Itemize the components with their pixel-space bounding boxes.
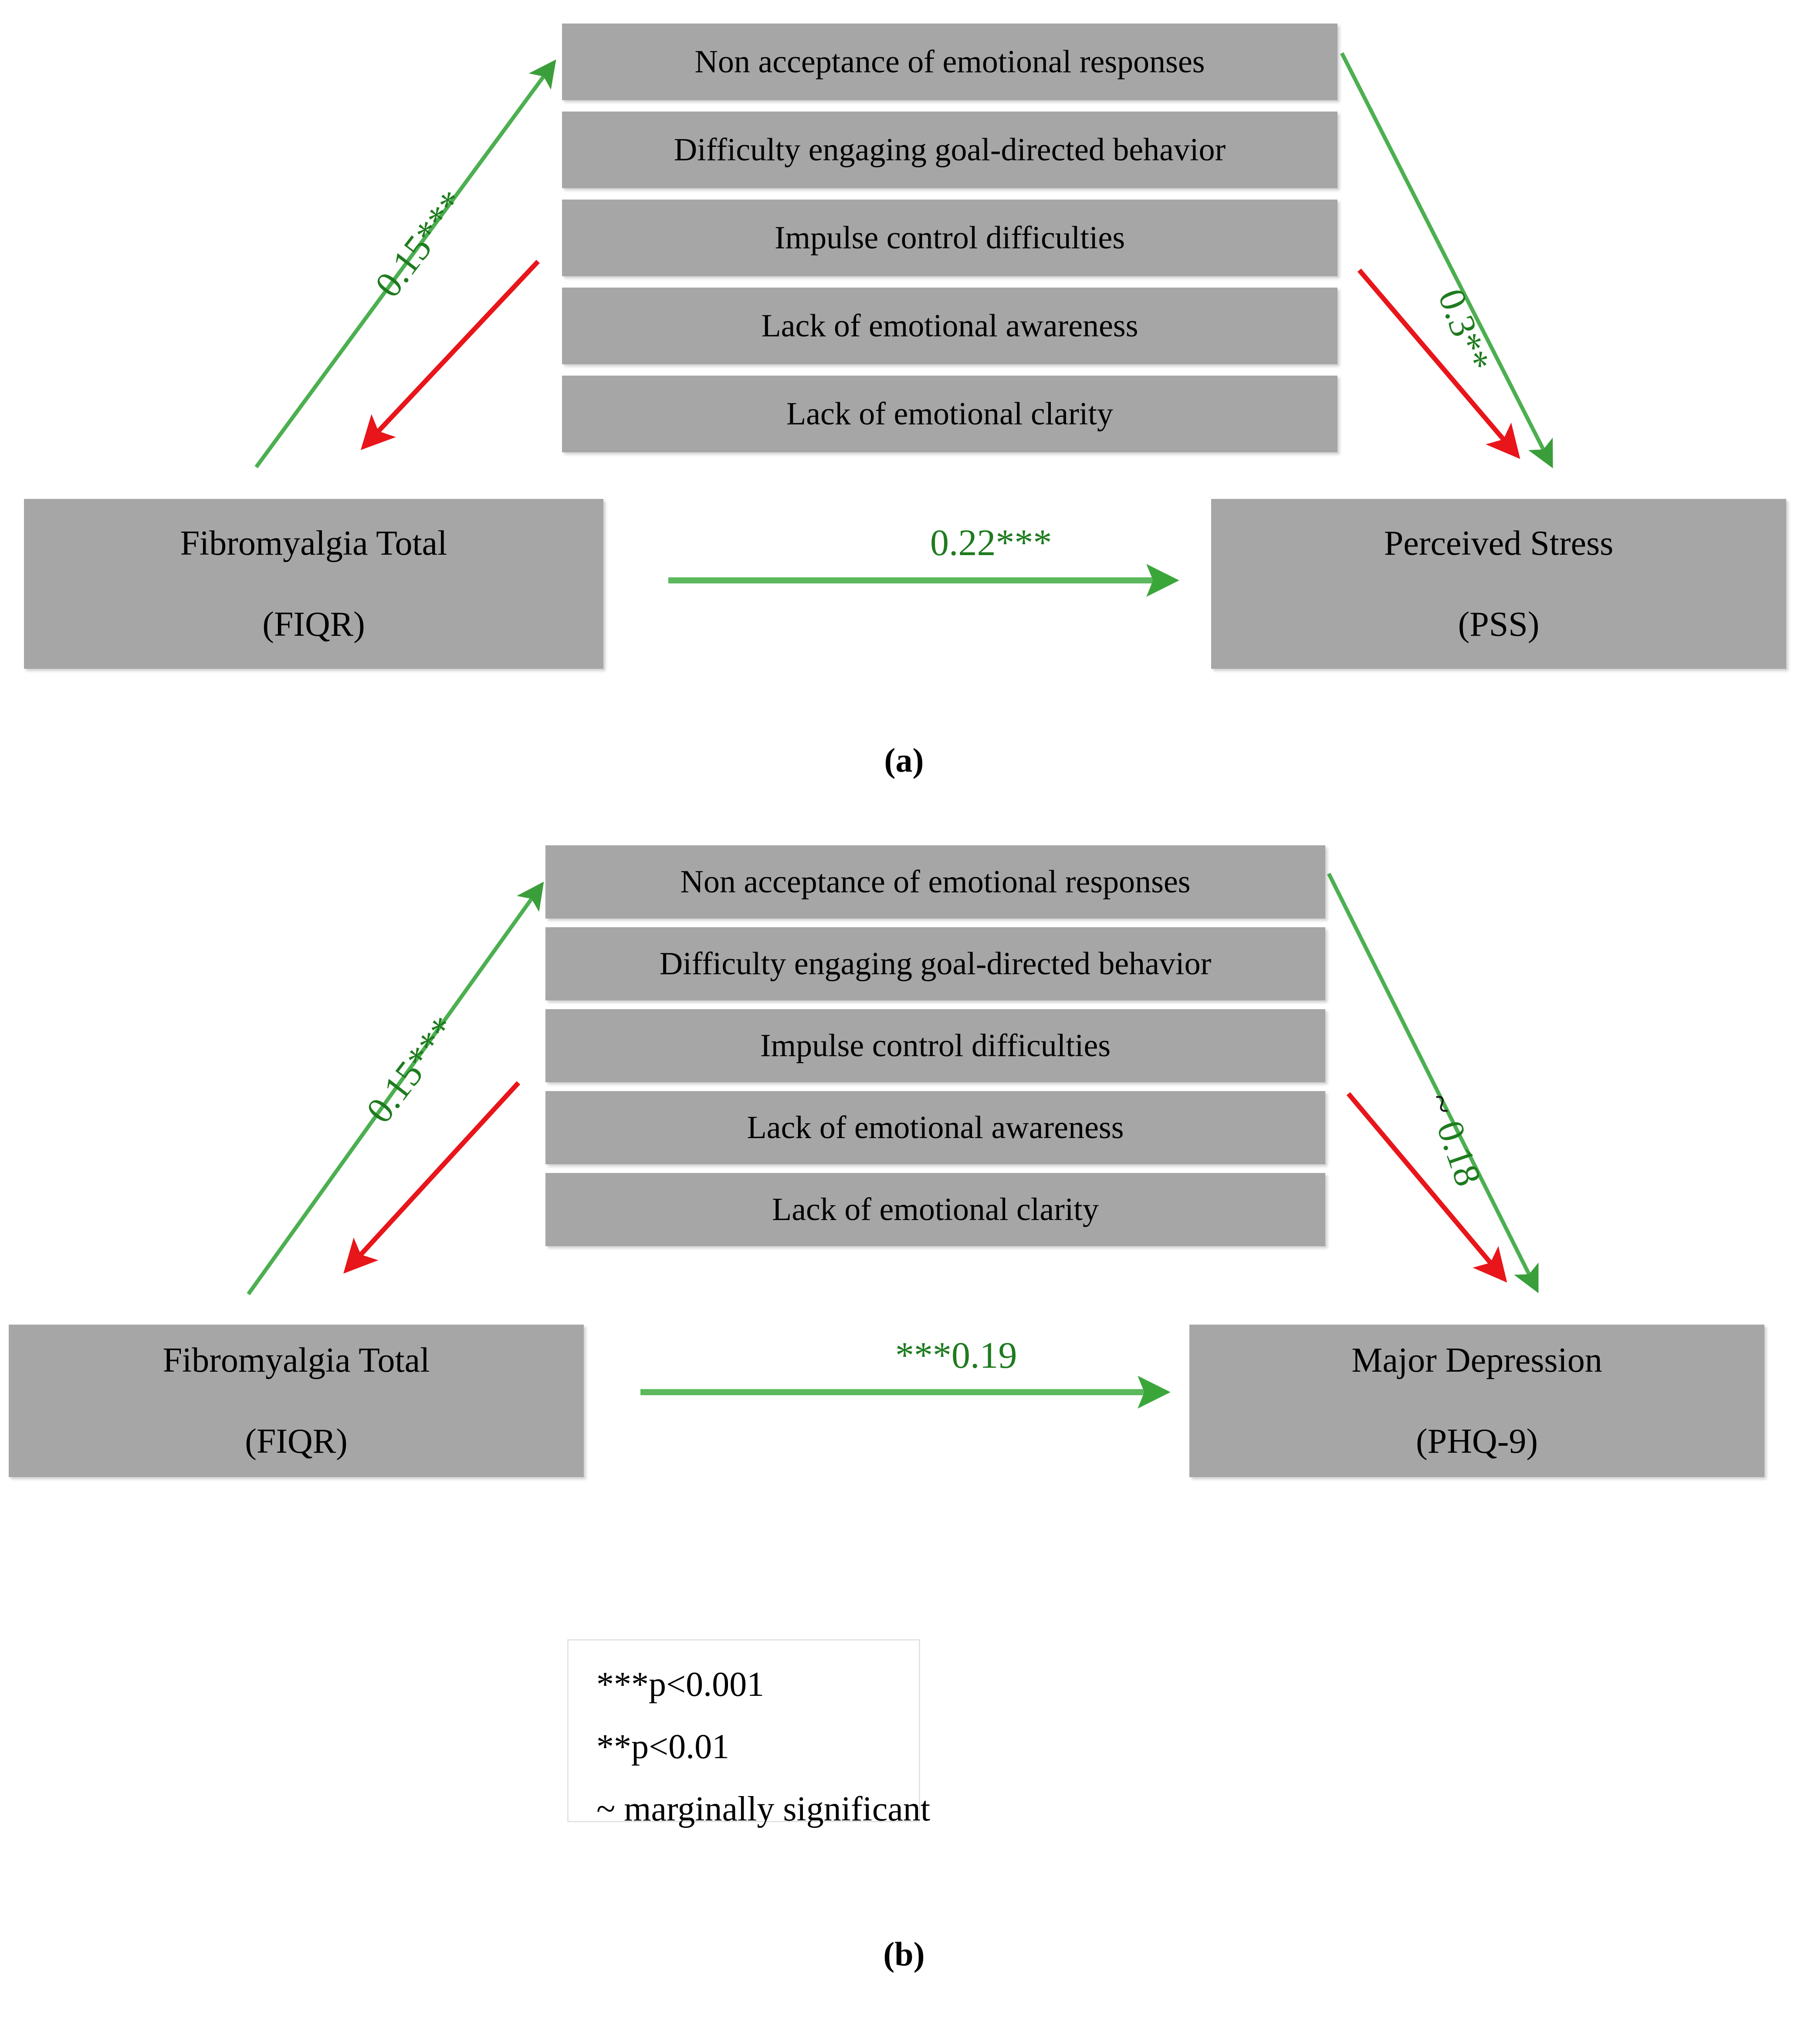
panel-b-predictor-line2: (FIQR) bbox=[245, 1422, 348, 1461]
significance-legend: ***p<0.001 **p<0.01 ~ marginally signifi… bbox=[567, 1639, 930, 1828]
panel-a-mediator-label-5: Lack of emotional clarity bbox=[786, 396, 1113, 432]
panel-a-predictor-box: Fibromyalgia Total (FIQR) bbox=[24, 499, 603, 669]
panel-b-outcome-box: Major Depression (PHQ-9) bbox=[1189, 1325, 1764, 1477]
legend-line-3: ~ marginally significant bbox=[596, 1790, 931, 1828]
panel-a-mediator-label-3: Impulse control difficulties bbox=[774, 220, 1125, 256]
panel-a-outcome-line1: Perceived Stress bbox=[1384, 524, 1614, 563]
panel-b-mediator-box-2: Difficulty engaging goal-directed behavi… bbox=[545, 927, 1325, 1000]
panel-b: Non acceptance of emotional responses Di… bbox=[0, 819, 1808, 2044]
panel-b-a-path-arrow bbox=[247, 881, 544, 1295]
panel-b-mediator-label-1: Non acceptance of emotional responses bbox=[680, 864, 1191, 900]
panel-b-mediator-label-2: Difficulty engaging goal-directed behavi… bbox=[659, 946, 1212, 982]
panel-a-mediator-box-2: Difficulty engaging goal-directed behavi… bbox=[562, 112, 1337, 188]
panel-a-predictor-line1: Fibromyalgia Total bbox=[180, 524, 447, 563]
panel-a-mediator-box-5: Lack of emotional clarity bbox=[562, 376, 1337, 452]
panel-a-b-path-arrow bbox=[1340, 52, 1553, 468]
legend-line-1: ***p<0.001 bbox=[596, 1665, 765, 1704]
panel-b-outcome-line1: Major Depression bbox=[1351, 1341, 1602, 1380]
panel-b-red-left-arrow bbox=[343, 1081, 521, 1274]
panel-b-mediator-box-4: Lack of emotional awareness bbox=[545, 1091, 1325, 1164]
legend-line-2: **p<0.01 bbox=[596, 1728, 730, 1766]
panel-b-caption: (b) bbox=[883, 1935, 925, 1973]
panel-a-c-path-label: 0.22*** bbox=[930, 522, 1052, 563]
panel-a-caption: (a) bbox=[884, 741, 924, 779]
panel-a-predictor-line2: (FIQR) bbox=[262, 605, 365, 644]
panel-b-mediator-label-3: Impulse control difficulties bbox=[760, 1027, 1111, 1064]
panel-b-arrows bbox=[247, 872, 1539, 1409]
panel-a-mediator-box-3: Impulse control difficulties bbox=[562, 200, 1337, 276]
panel-a-mediator-label-4: Lack of emotional awareness bbox=[761, 308, 1138, 344]
panel-b-mediator-box-5: Lack of emotional clarity bbox=[545, 1173, 1325, 1246]
panel-b-red-right-arrow bbox=[1346, 1092, 1507, 1283]
panel-a-mediator-label-2: Difficulty engaging goal-directed behavi… bbox=[674, 132, 1226, 168]
panel-a-outcome-line2: (PSS) bbox=[1458, 605, 1540, 644]
panel-a-red-left-arrow bbox=[360, 260, 540, 450]
panel-b-b-path-arrow bbox=[1327, 872, 1539, 1293]
panel-b-mediator-box-3: Impulse control difficulties bbox=[545, 1009, 1325, 1082]
panel-b-mediator-label-5: Lack of emotional clarity bbox=[772, 1191, 1099, 1227]
panel-a-mediator-label-1: Non acceptance of emotional responses bbox=[694, 44, 1205, 80]
panel-b-mediator-box-1: Non acceptance of emotional responses bbox=[545, 845, 1325, 919]
panel-a: Non acceptance of emotional responses Di… bbox=[0, 0, 1808, 819]
panel-b-outcome-line2: (PHQ-9) bbox=[1416, 1422, 1538, 1461]
panel-a-arrows bbox=[254, 52, 1553, 597]
panel-a-mediator-box-4: Lack of emotional awareness bbox=[562, 288, 1337, 364]
panel-a-outcome-box: Perceived Stress (PSS) bbox=[1211, 499, 1786, 669]
panel-b-mediator-label-4: Lack of emotional awareness bbox=[747, 1109, 1124, 1146]
panel-a-red-right-arrow bbox=[1357, 268, 1520, 459]
panel-a-mediator-box-1: Non acceptance of emotional responses bbox=[562, 24, 1337, 100]
panel-b-predictor-line1: Fibromyalgia Total bbox=[163, 1341, 430, 1380]
panel-a-a-path-arrow bbox=[254, 59, 556, 468]
panel-b-predictor-box: Fibromyalgia Total (FIQR) bbox=[9, 1325, 584, 1477]
panel-b-c-path-label: ***0.19 bbox=[895, 1334, 1017, 1376]
